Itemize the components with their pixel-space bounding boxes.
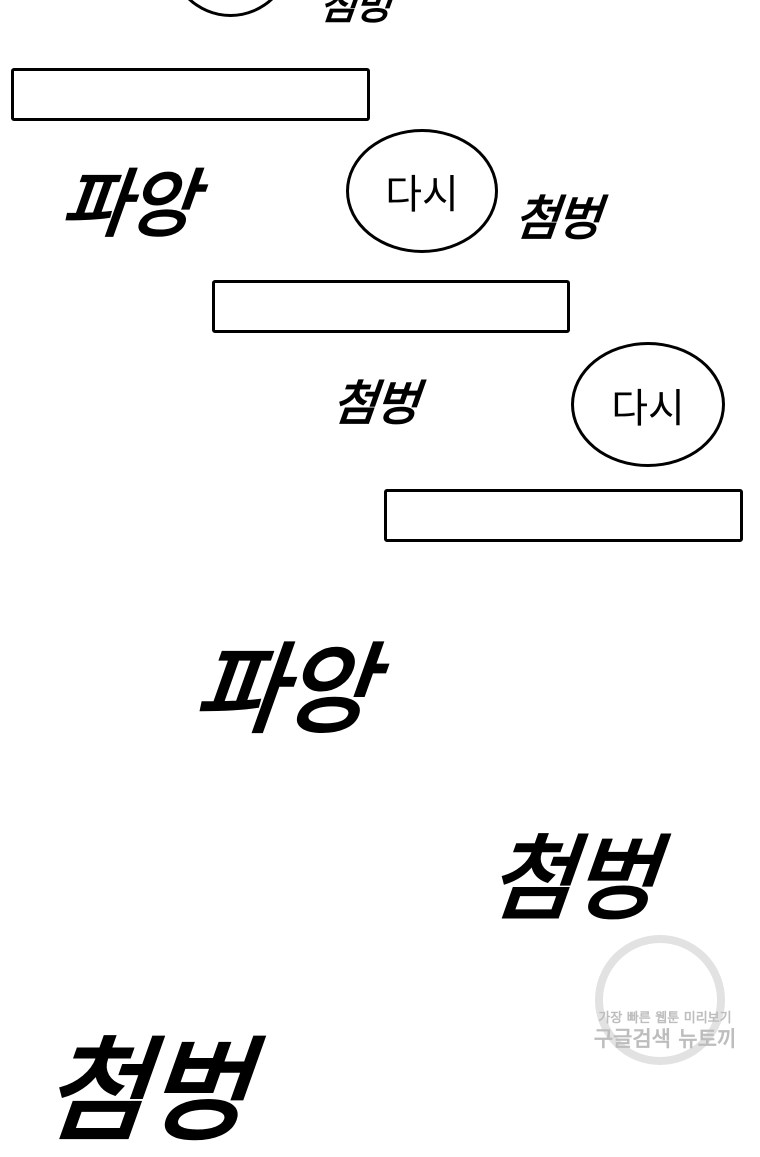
- bubble-text: 다시: [611, 385, 685, 432]
- text-box-3: [384, 489, 743, 542]
- speech-bubble-top-partial: [168, 0, 293, 17]
- text-box-2: [212, 280, 570, 333]
- speech-bubble-2: 다시: [571, 342, 725, 467]
- speech-bubble-1: 다시: [346, 129, 498, 253]
- watermark: 가장 빠른 웹툰 미리보기 구글검색 뉴토끼: [580, 925, 750, 1075]
- sfx-splash-1: 첨벙: [512, 191, 603, 247]
- watermark-line1: 가장 빠른 웹툰 미리보기: [598, 1011, 732, 1026]
- sfx-bang-1: 파앙: [57, 162, 199, 248]
- sfx-splash-top: 첨벙: [317, 0, 393, 29]
- text-box-1: [11, 68, 370, 121]
- sfx-splash-2: 첨벙: [330, 376, 421, 432]
- sfx-bang-2: 파앙: [189, 634, 378, 748]
- watermark-logo: [595, 935, 725, 1065]
- sfx-splash-3: 첨벙: [484, 826, 661, 933]
- sfx-splash-4: 첨벙: [38, 1027, 254, 1157]
- bubble-text: 다시: [385, 172, 459, 218]
- watermark-line2: 구글검색 뉴토끼: [593, 1027, 737, 1051]
